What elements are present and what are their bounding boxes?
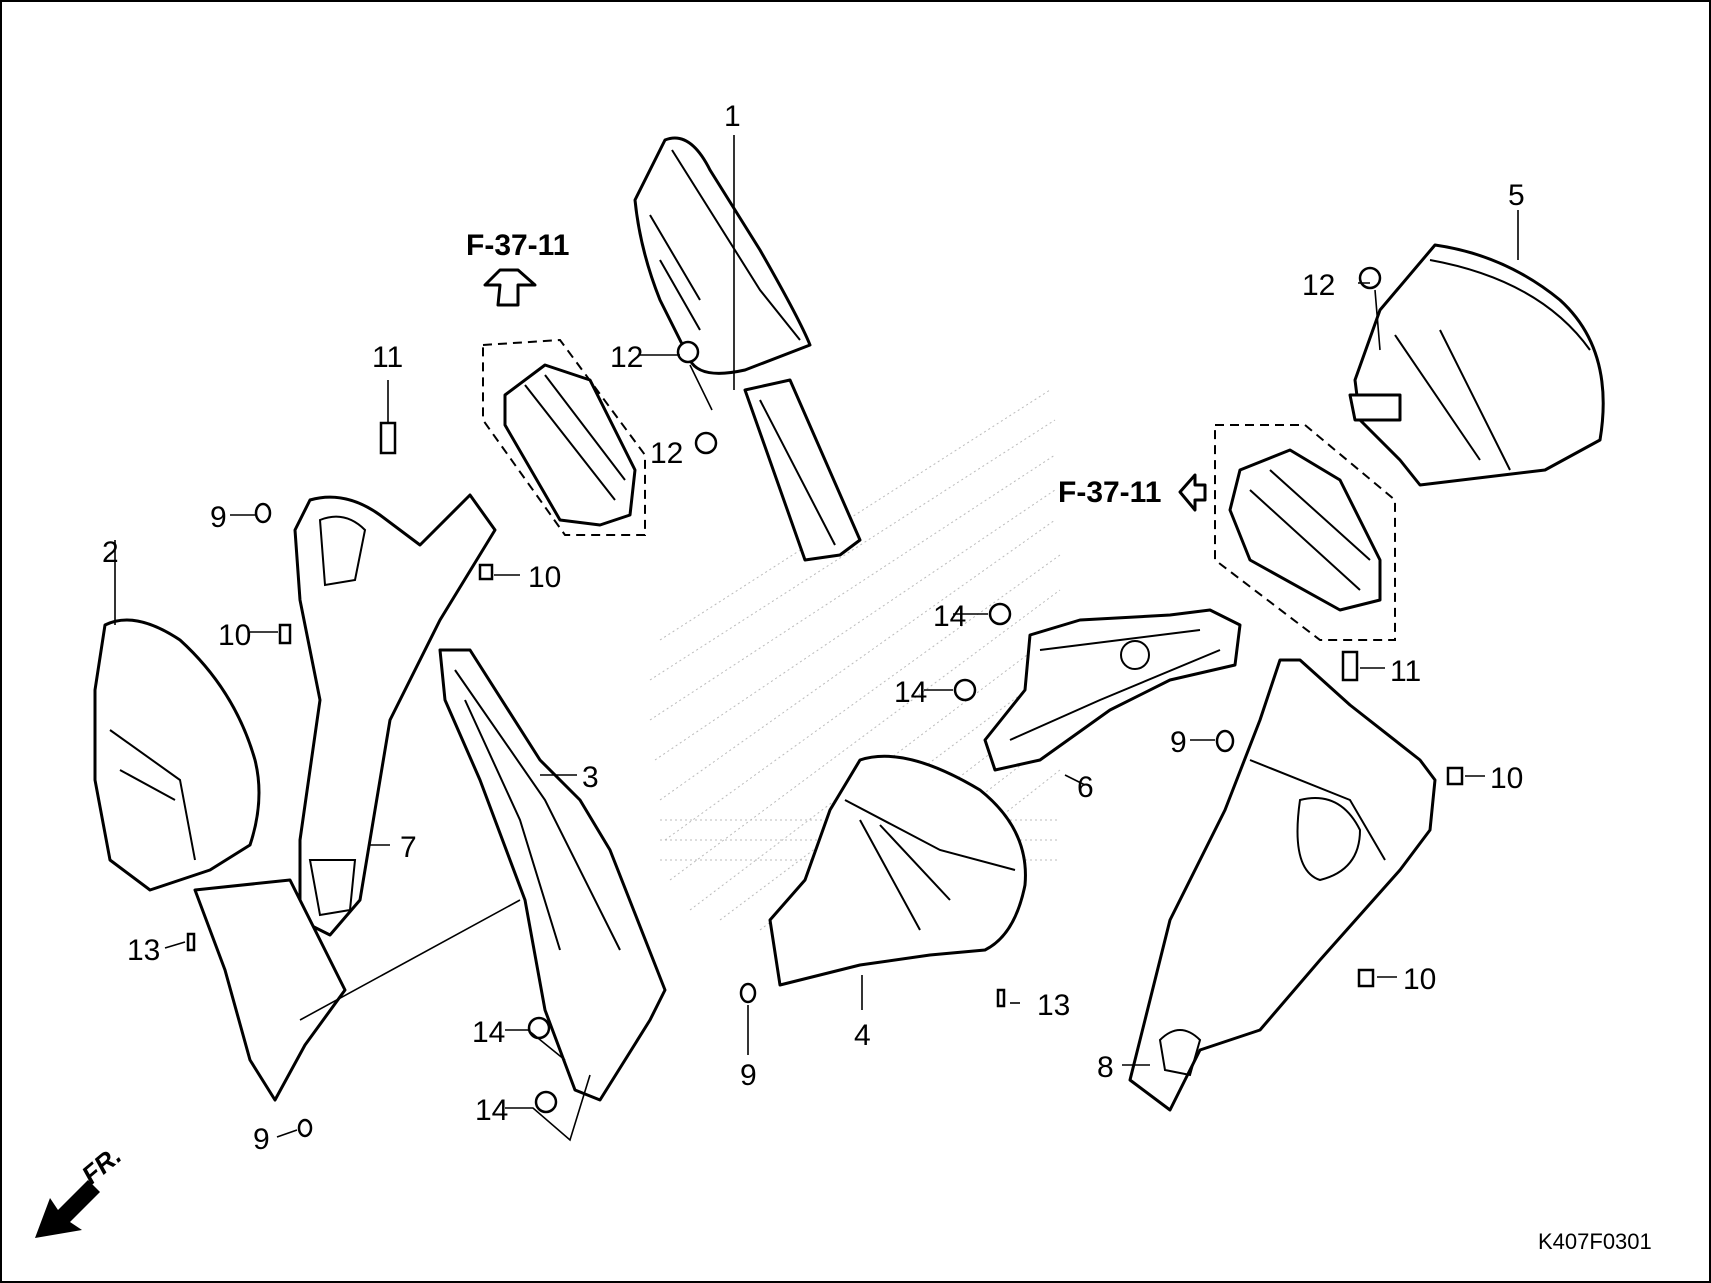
callout-10-a: 10: [528, 561, 561, 594]
turn-signal-right-assembly: [1178, 424, 1396, 641]
callout-8: 8: [1097, 1051, 1114, 1084]
callout-9-a: 9: [210, 501, 227, 534]
front-direction-arrow: FR.: [35, 1140, 127, 1238]
callout-5: 5: [1508, 179, 1525, 212]
callout-6: 6: [1077, 771, 1094, 804]
callout-12-b: 12: [650, 437, 683, 470]
part-5-light-upper-right: [1348, 243, 1605, 487]
callout-13-b: 13: [1037, 989, 1070, 1022]
fasteners: [186, 266, 1464, 1138]
callout-10-b: 10: [218, 619, 251, 652]
callout-12-c: 12: [1302, 269, 1335, 302]
reference-label-right: F-37-11: [1058, 476, 1161, 509]
part-4-front-cowl: [768, 754, 1027, 987]
diagram-code: K407F0301: [1538, 1229, 1652, 1254]
callout-14-a: 14: [933, 600, 966, 633]
callout-13-a: 13: [127, 934, 160, 967]
front-direction-label: FR.: [76, 1140, 127, 1190]
callout-1: 1: [724, 100, 741, 133]
callout-9-c: 9: [740, 1059, 757, 1092]
callout-2: 2: [102, 536, 119, 569]
callout-9-b: 9: [253, 1123, 270, 1156]
turn-signal-left-assembly: [482, 268, 646, 536]
callout-14-c: 14: [472, 1016, 505, 1049]
callout-11-b: 11: [1390, 655, 1421, 688]
part-1-headlight-upper: [633, 136, 862, 562]
callout-4: 4: [854, 1019, 871, 1052]
callout-14-b: 14: [894, 676, 927, 709]
part-number-callouts: 1 2 3 4 5 6 7 8 9 9 9 9 10 10 10 10 11 1…: [102, 100, 1525, 1156]
callout-7: 7: [400, 831, 417, 864]
callout-9-d: 9: [1170, 726, 1187, 759]
part-7-inner-bracket-left: [293, 493, 497, 937]
callout-10-d: 10: [1403, 963, 1436, 996]
part-3-stay-bracket: [438, 648, 667, 1102]
callout-10-c: 10: [1490, 762, 1523, 795]
callout-14-d: 14: [475, 1094, 508, 1127]
part-8-side-cowl-right: [1128, 658, 1437, 1112]
leader-lines: [114, 135, 1519, 1142]
callout-11-a: 11: [372, 341, 403, 374]
callout-3: 3: [582, 761, 599, 794]
part-2-side-cowl-left: [93, 618, 521, 1102]
callout-12-a: 12: [610, 341, 643, 374]
part-6-center-bracket: [983, 608, 1242, 772]
reference-label-left: F-37-11: [466, 229, 569, 262]
